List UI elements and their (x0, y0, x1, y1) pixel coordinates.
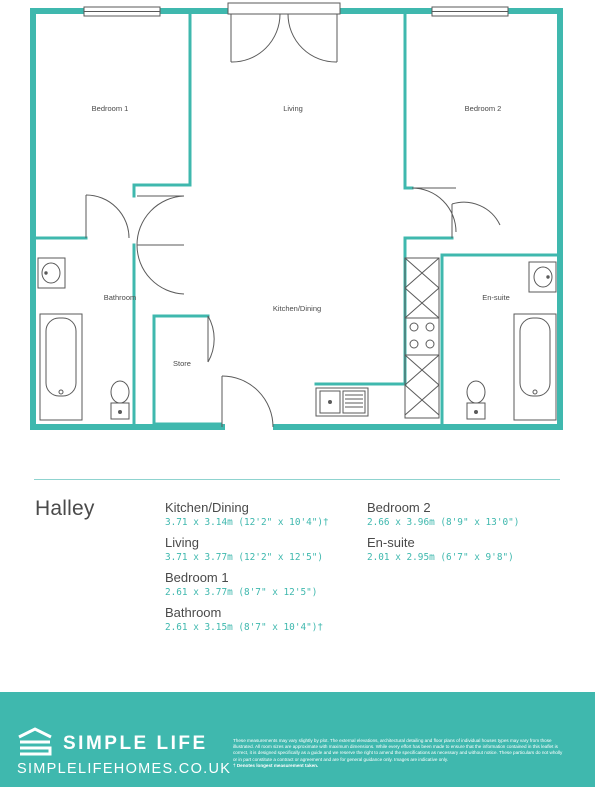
website-link[interactable]: SIMPLELIFEHOMES.CO.UK (17, 761, 232, 777)
windows (83, 6, 509, 17)
house-logo-icon (18, 727, 52, 756)
ensuite-fixtures (466, 261, 557, 421)
room-dimensions-column-2: Bedroom 2 2.66 x 3.96m (8'9" x 13'0") En… (367, 500, 519, 570)
room-label-store: Store (173, 359, 191, 368)
room-name: En-suite (367, 535, 415, 550)
kitchen-units (315, 257, 440, 419)
door-swings (85, 187, 501, 428)
room-entry-living: Living 3.71 x 3.77m (12'2" x 12'5") (165, 535, 329, 565)
inner-walls (34, 12, 559, 426)
disclaimer: These measurements may vary slightly by … (233, 738, 563, 769)
room-entry-bedroom-2: Bedroom 2 2.66 x 3.96m (8'9" x 13'0") (367, 500, 519, 530)
disclaimer-text: These measurements may vary slightly by … (233, 738, 563, 762)
section-divider (34, 479, 560, 480)
room-name: Kitchen/Dining (165, 500, 249, 515)
room-label-bedroom-1: Bedroom 1 (92, 104, 129, 113)
room-name: Bedroom 2 (367, 500, 431, 515)
floor-plan: Bedroom 1 Living Bedroom 2 Bathroom Kitc… (30, 2, 563, 430)
room-dimensions-column-1: Kitchen/Dining 3.71 x 3.14m (12'2" x 10'… (165, 500, 329, 640)
room-label-bedroom-2: Bedroom 2 (465, 104, 502, 113)
room-name: Living (165, 535, 199, 550)
room-label-kitchen-dining: Kitchen/Dining (273, 304, 321, 313)
room-entry-bathroom: Bathroom 2.61 x 3.15m (8'7" x 10'4")† (165, 605, 329, 635)
plan-name: Halley (35, 497, 95, 520)
room-name: Bedroom 1 (165, 570, 229, 585)
disclaimer-note: † Denotes longest measurement taken. (233, 762, 319, 768)
room-entry-bedroom-1: Bedroom 1 2.61 x 3.77m (8'7" x 12'5") (165, 570, 329, 600)
room-dims: 3.71 x 3.14m (12'2" x 10'4")† (165, 517, 329, 528)
room-dims: 2.61 x 3.77m (8'7" x 12'5") (165, 587, 318, 598)
room-dims: 2.61 x 3.15m (8'7" x 10'4")† (165, 622, 324, 633)
room-label-bathroom: Bathroom (104, 293, 137, 302)
room-label-ensuite: En-suite (482, 293, 510, 302)
room-label-living: Living (283, 104, 303, 113)
patio-doors (227, 2, 341, 63)
room-entry-kitchen-dining: Kitchen/Dining 3.71 x 3.14m (12'2" x 10'… (165, 500, 329, 530)
outer-walls (30, 8, 563, 430)
room-entry-ensuite: En-suite 2.01 x 2.95m (6'7" x 9'8") (367, 535, 519, 565)
brand-name: SIMPLE LIFE (63, 733, 208, 754)
footer-bar: SIMPLE LIFE SIMPLELIFEHOMES.CO.UK These … (0, 692, 595, 787)
room-name: Bathroom (165, 605, 222, 620)
bathroom-fixtures (37, 257, 130, 421)
room-dims: 3.71 x 3.77m (12'2" x 12'5") (165, 552, 324, 563)
room-dims: 2.66 x 3.96m (8'9" x 13'0") (367, 517, 520, 528)
room-dims: 2.01 x 2.95m (6'7" x 9'8") (367, 552, 514, 563)
